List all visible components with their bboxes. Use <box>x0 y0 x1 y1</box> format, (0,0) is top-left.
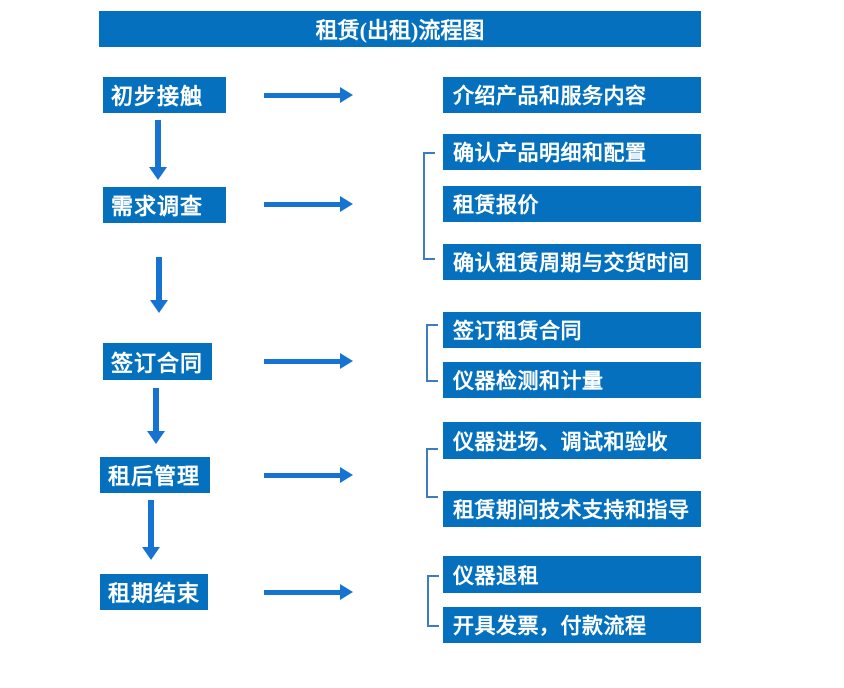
step-post-rental-management: 租后管理 <box>100 457 210 493</box>
step-label: 需求调查 <box>111 194 204 219</box>
bracket-connector <box>426 448 438 498</box>
step-label: 签订合同 <box>111 350 204 376</box>
detail-rental-quotation: 租赁报价 <box>443 186 701 222</box>
step-demand-survey: 需求调查 <box>103 187 226 223</box>
detail-tech-support: 租赁期间技术支持和指导 <box>443 491 701 527</box>
step-label: 租期结束 <box>108 581 201 606</box>
detail-label: 租赁报价 <box>453 193 539 217</box>
right-arrow-icon <box>264 584 353 600</box>
arrow-head <box>340 467 353 483</box>
arrow-head <box>147 431 165 444</box>
arrow-head <box>340 584 353 600</box>
detail-instrument-testing: 仪器检测和计量 <box>443 362 701 398</box>
arrow-shaft <box>264 202 340 207</box>
arrow-shaft <box>264 359 340 364</box>
detail-confirm-product-config: 确认产品明细和配置 <box>443 134 701 170</box>
diagram-title: 租赁(出租)流程图 <box>315 18 485 43</box>
step-label: 租后管理 <box>108 464 201 489</box>
right-arrow-icon <box>264 467 353 483</box>
detail-instrument-setup-acceptance: 仪器进场、调试和验收 <box>443 422 701 459</box>
detail-label: 确认租赁周期与交货时间 <box>453 251 690 275</box>
detail-label: 签订租赁合同 <box>453 319 582 343</box>
down-arrow-icon <box>149 120 167 180</box>
down-arrow-icon <box>147 388 165 444</box>
arrow-shaft <box>156 257 162 300</box>
arrow-shaft <box>148 500 154 547</box>
arrow-shaft <box>264 93 340 98</box>
diagram-title-bar: 租赁(出租)流程图 <box>99 11 701 47</box>
arrow-shaft <box>153 388 159 431</box>
detail-invoice-payment: 开具发票，付款流程 <box>443 607 701 643</box>
arrow-head <box>142 547 160 560</box>
detail-label: 开具发票，付款流程 <box>453 614 647 638</box>
right-arrow-icon <box>264 196 353 212</box>
arrow-shaft <box>155 120 161 167</box>
detail-sign-rental-contract: 签订租赁合同 <box>443 312 701 348</box>
detail-label: 介绍产品和服务内容 <box>453 84 647 108</box>
step-rental-end: 租期结束 <box>100 574 208 610</box>
detail-label: 仪器检测和计量 <box>453 369 604 393</box>
down-arrow-icon <box>142 500 160 560</box>
detail-instrument-return: 仪器退租 <box>443 556 701 593</box>
bracket-connector <box>427 575 439 627</box>
arrow-head <box>340 353 353 369</box>
arrow-head <box>340 87 353 103</box>
bracket-connector <box>423 152 435 260</box>
detail-introduce-products: 介绍产品和服务内容 <box>443 77 701 113</box>
right-arrow-icon <box>264 353 353 369</box>
right-arrow-icon <box>264 87 353 103</box>
detail-label: 确认产品明细和配置 <box>453 141 647 165</box>
arrow-shaft <box>264 473 340 478</box>
step-label: 初步接触 <box>111 84 204 109</box>
detail-confirm-period-delivery: 确认租赁周期与交货时间 <box>443 244 701 280</box>
arrow-head <box>150 300 168 313</box>
step-sign-contract: 签订合同 <box>103 343 212 380</box>
arrow-shaft <box>264 590 340 595</box>
detail-label: 仪器退租 <box>453 563 539 588</box>
arrow-head <box>340 196 353 212</box>
detail-label: 租赁期间技术支持和指导 <box>453 498 690 522</box>
down-arrow-icon <box>150 257 168 313</box>
detail-label: 仪器进场、调试和验收 <box>453 429 668 454</box>
step-initial-contact: 初步接触 <box>103 77 226 113</box>
arrow-head <box>149 167 167 180</box>
bracket-connector <box>426 324 438 382</box>
